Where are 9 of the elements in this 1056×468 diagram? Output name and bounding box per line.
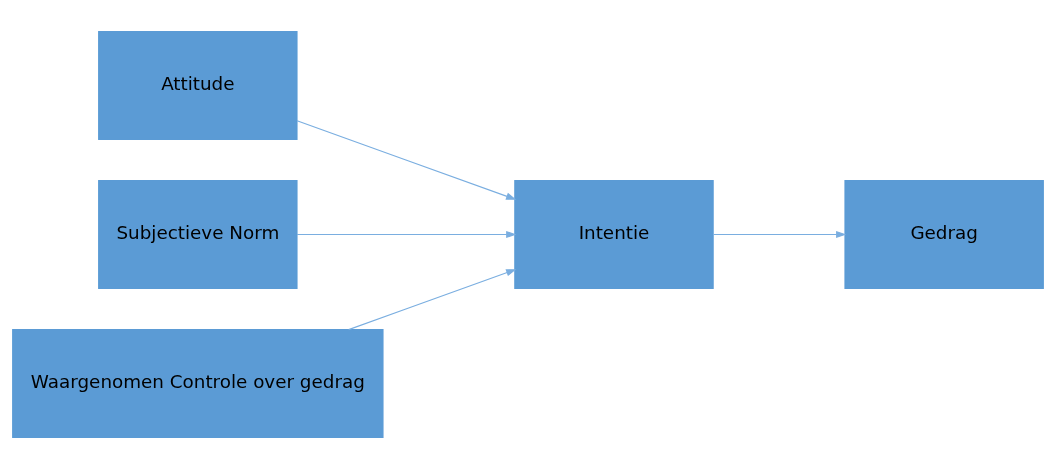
arrow — [296, 230, 517, 238]
node-box: Waargenomen Controle over gedrag — [12, 328, 384, 438]
arrow — [348, 268, 517, 330]
node-box: Gedrag — [844, 179, 1044, 289]
arrow — [712, 230, 847, 238]
node-box: Attitude — [98, 30, 298, 140]
node-box: Subjectieve Norm — [98, 179, 298, 289]
node-box: Intentie — [514, 179, 714, 289]
arrow — [296, 119, 517, 200]
